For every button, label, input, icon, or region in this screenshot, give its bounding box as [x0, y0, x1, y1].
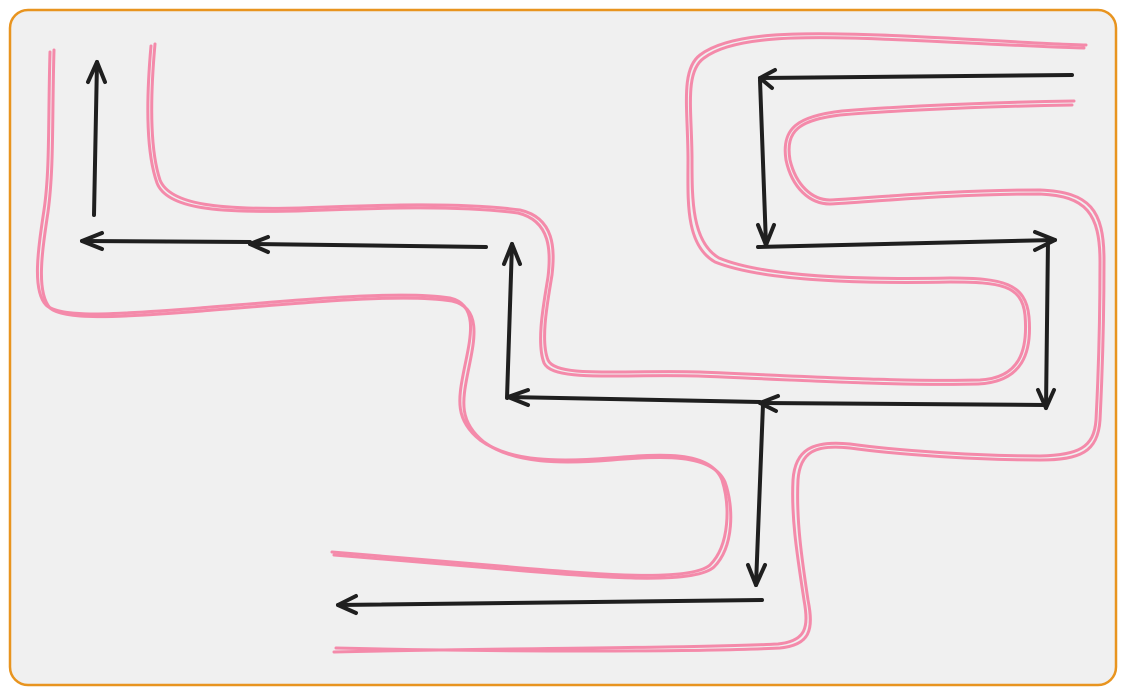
arrow-left-2 — [506, 395, 762, 404]
arrow-top-left — [758, 73, 1074, 80]
arrow-right-1 — [756, 238, 1057, 249]
arrow-down-3 — [754, 402, 765, 587]
arrow-left-5 — [336, 598, 764, 607]
arrow-left-3-head — [248, 235, 270, 254]
arrow-left-4-head — [80, 231, 104, 251]
arrow-down-2-head — [1036, 388, 1056, 410]
arrow-down-2 — [1044, 238, 1050, 410]
boundary-left-inner — [150, 32, 1088, 382]
boundary-left-outer — [35, 50, 729, 577]
arrow-left-3 — [248, 242, 488, 249]
route-arrows — [80, 60, 1074, 615]
arrow-up-1 — [505, 242, 514, 400]
arrow-up-1-head — [502, 242, 522, 266]
arrow-up-2 — [92, 60, 99, 217]
arrow-down-3-head — [746, 563, 767, 587]
route-boundaries — [35, 32, 1106, 654]
arrow-left-1 — [758, 401, 1048, 407]
arrow-top-left-head — [758, 68, 777, 90]
boundary-left-inner-2 — [146, 36, 1086, 386]
boundary-right-inner — [334, 103, 1106, 653]
arrow-down-1 — [758, 78, 768, 247]
boundary-right-inner-2 — [332, 99, 1102, 654]
diagram-frame — [8, 8, 1118, 687]
arrow-left-5-head — [336, 594, 358, 615]
boundary-left-outer-2 — [39, 48, 733, 580]
arrow-right-1-head — [1033, 230, 1057, 252]
arrow-left-4 — [80, 239, 252, 244]
arrow-up-2-head — [86, 60, 107, 84]
